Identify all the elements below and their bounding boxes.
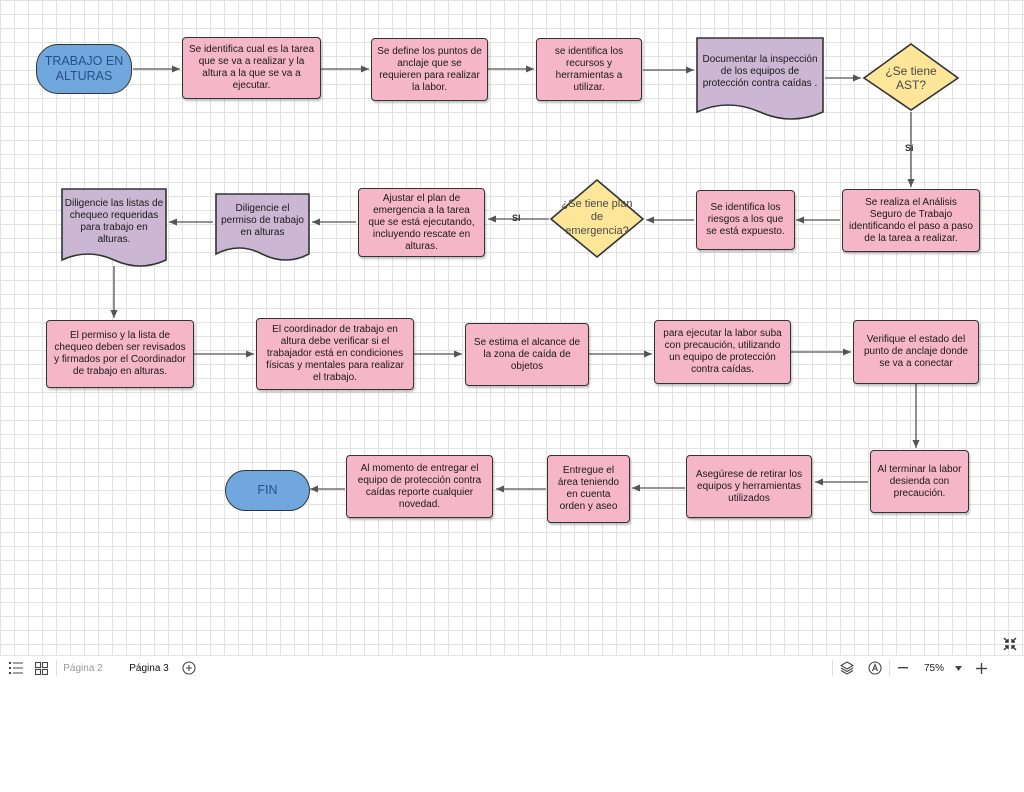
bottom-toolbar: Página 2 Página 3 75% bbox=[0, 655, 1024, 680]
decision-text: ¿Se tiene AST? bbox=[885, 63, 937, 92]
step-coordinator-verify[interactable]: El coordinador de trabajo en altura debe… bbox=[256, 318, 414, 390]
accessibility-icon[interactable] bbox=[866, 656, 884, 680]
step-define-anchor-points[interactable]: Se define los puntos de anclaje que se r… bbox=[371, 38, 488, 101]
zoom-level-value: 75% bbox=[923, 662, 944, 674]
end-terminal-label: FIN bbox=[257, 483, 278, 497]
decision-emergency-plan[interactable]: ¿Se tiene plan de emergencia? bbox=[560, 187, 634, 249]
edge-label-si-plan: SI bbox=[512, 213, 521, 223]
step-remove-equipment[interactable]: Asegúrese de retirar los equipos y herra… bbox=[686, 455, 812, 518]
step-text: se identifica los recursos y herramienta… bbox=[554, 45, 624, 93]
document-shape-checklist bbox=[61, 188, 167, 267]
doc-checklist-text[interactable]: Diligencie las listas de chequeo requeri… bbox=[64, 193, 164, 251]
step-ast-analysis[interactable]: Se realiza el Análisis Seguro de Trabajo… bbox=[842, 189, 980, 252]
tab-page-3-label: Página 3 bbox=[129, 662, 169, 674]
step-text: Se realiza el Análisis Seguro de Trabajo… bbox=[849, 196, 973, 244]
step-identify-task[interactable]: Se identifica cual es la tarea que se va… bbox=[182, 37, 321, 99]
zoom-level[interactable]: 75% bbox=[920, 656, 948, 680]
step-text: Diligencie el permiso de trabajo en altu… bbox=[221, 203, 304, 238]
diagram-canvas[interactable]: TRABAJO EN ALTURAS FIN Se identifica cua… bbox=[0, 0, 1024, 655]
zoom-dropdown-icon[interactable] bbox=[952, 656, 964, 680]
decision-text: ¿Se tiene plan de emergencia? bbox=[561, 198, 633, 237]
step-review-sign[interactable]: El permiso y la lista de chequeo deben s… bbox=[46, 320, 194, 388]
decision-shape-ast bbox=[862, 43, 960, 111]
tab-page-2[interactable]: Página 2 bbox=[60, 656, 106, 680]
doc-inspection-text[interactable]: Documentar la inspección de los equipos … bbox=[699, 42, 821, 102]
step-text: El coordinador de trabajo en altura debe… bbox=[266, 324, 404, 383]
step-adjust-emergency-plan[interactable]: Ajustar el plan de emergencia a la tarea… bbox=[358, 188, 485, 257]
step-fall-zone[interactable]: Se estima el alcance de la zona de caída… bbox=[465, 323, 589, 386]
step-climb-carefully[interactable]: para ejecutar la labor suba con precauci… bbox=[654, 320, 791, 384]
tab-page-3[interactable]: Página 3 bbox=[128, 656, 170, 680]
step-text: Asegúrese de retirar los equipos y herra… bbox=[695, 468, 803, 504]
step-text: Se define los puntos de anclaje que se r… bbox=[377, 45, 482, 93]
step-report-novelty[interactable]: Al momento de entregar el equipo de prot… bbox=[346, 455, 493, 518]
zoom-out-icon[interactable] bbox=[895, 656, 911, 680]
collapse-icon[interactable] bbox=[1002, 636, 1018, 652]
step-verify-anchor[interactable]: Verifique el estado del punto de anclaje… bbox=[853, 320, 979, 384]
grid-icon[interactable] bbox=[31, 656, 51, 680]
step-text: Se identifica los riesgos a los que se e… bbox=[706, 202, 785, 237]
document-shape-permit bbox=[215, 193, 310, 261]
step-text: Entregue el área teniendo en cuenta orde… bbox=[557, 465, 620, 512]
step-text: Ajustar el plan de emergencia a la tarea… bbox=[368, 192, 475, 252]
add-page-icon[interactable] bbox=[180, 656, 198, 680]
step-text: Se estima el alcance de la zona de caída… bbox=[473, 336, 581, 372]
step-text: Diligencie las listas de chequeo requeri… bbox=[64, 198, 164, 245]
step-text: Al momento de entregar el equipo de prot… bbox=[357, 462, 482, 510]
step-identify-risks[interactable]: Se identifica los riesgos a los que se e… bbox=[696, 190, 795, 250]
decision-shape-plan bbox=[549, 178, 645, 259]
end-terminal[interactable]: FIN bbox=[225, 470, 310, 511]
step-text: para ejecutar la labor suba con precauci… bbox=[663, 328, 782, 375]
step-text: El permiso y la lista de chequeo deben s… bbox=[54, 330, 186, 377]
step-identify-resources[interactable]: se identifica los recursos y herramienta… bbox=[536, 38, 642, 101]
step-text: Verifique el estado del punto de anclaje… bbox=[864, 334, 968, 369]
list-icon[interactable] bbox=[6, 656, 26, 680]
start-terminal-label: TRABAJO EN ALTURAS bbox=[44, 54, 124, 83]
connector-layer bbox=[61, 37, 960, 493]
step-text: Documentar la inspección de los equipos … bbox=[702, 54, 818, 89]
step-text: Al terminar la labor desienda con precau… bbox=[877, 463, 962, 499]
decision-ast[interactable]: ¿Se tiene AST? bbox=[872, 58, 950, 98]
step-deliver-area[interactable]: Entregue el área teniendo en cuenta orde… bbox=[547, 455, 630, 523]
start-terminal[interactable]: TRABAJO EN ALTURAS bbox=[36, 44, 132, 94]
layers-icon[interactable] bbox=[838, 656, 856, 680]
tab-page-2-label: Página 2 bbox=[63, 662, 103, 674]
doc-permit-text[interactable]: Diligencie el permiso de trabajo en altu… bbox=[218, 198, 307, 244]
document-shape-inspection bbox=[696, 37, 824, 120]
step-text: Se identifica cual es la tarea que se va… bbox=[188, 44, 315, 91]
zoom-in-icon[interactable] bbox=[972, 656, 990, 680]
edge-label-si-ast: Sí bbox=[905, 143, 914, 153]
step-descend[interactable]: Al terminar la labor desienda con precau… bbox=[870, 450, 969, 513]
